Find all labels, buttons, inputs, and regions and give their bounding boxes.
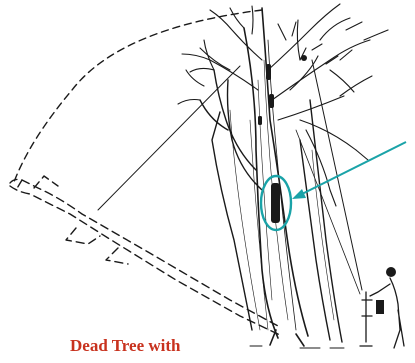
caption: Dead Tree with xyxy=(70,336,230,356)
fall-line-top xyxy=(98,66,240,210)
worker-with-winch-icon xyxy=(360,267,404,348)
ground-line xyxy=(250,346,344,348)
left-fork xyxy=(200,70,262,330)
pull-rope xyxy=(312,60,362,290)
pull-rope-2 xyxy=(296,130,360,294)
canopy-branches xyxy=(178,4,388,206)
fall-arc xyxy=(14,10,262,182)
teal-arrow-icon xyxy=(292,142,406,199)
fallen-tree-outline xyxy=(10,176,282,336)
